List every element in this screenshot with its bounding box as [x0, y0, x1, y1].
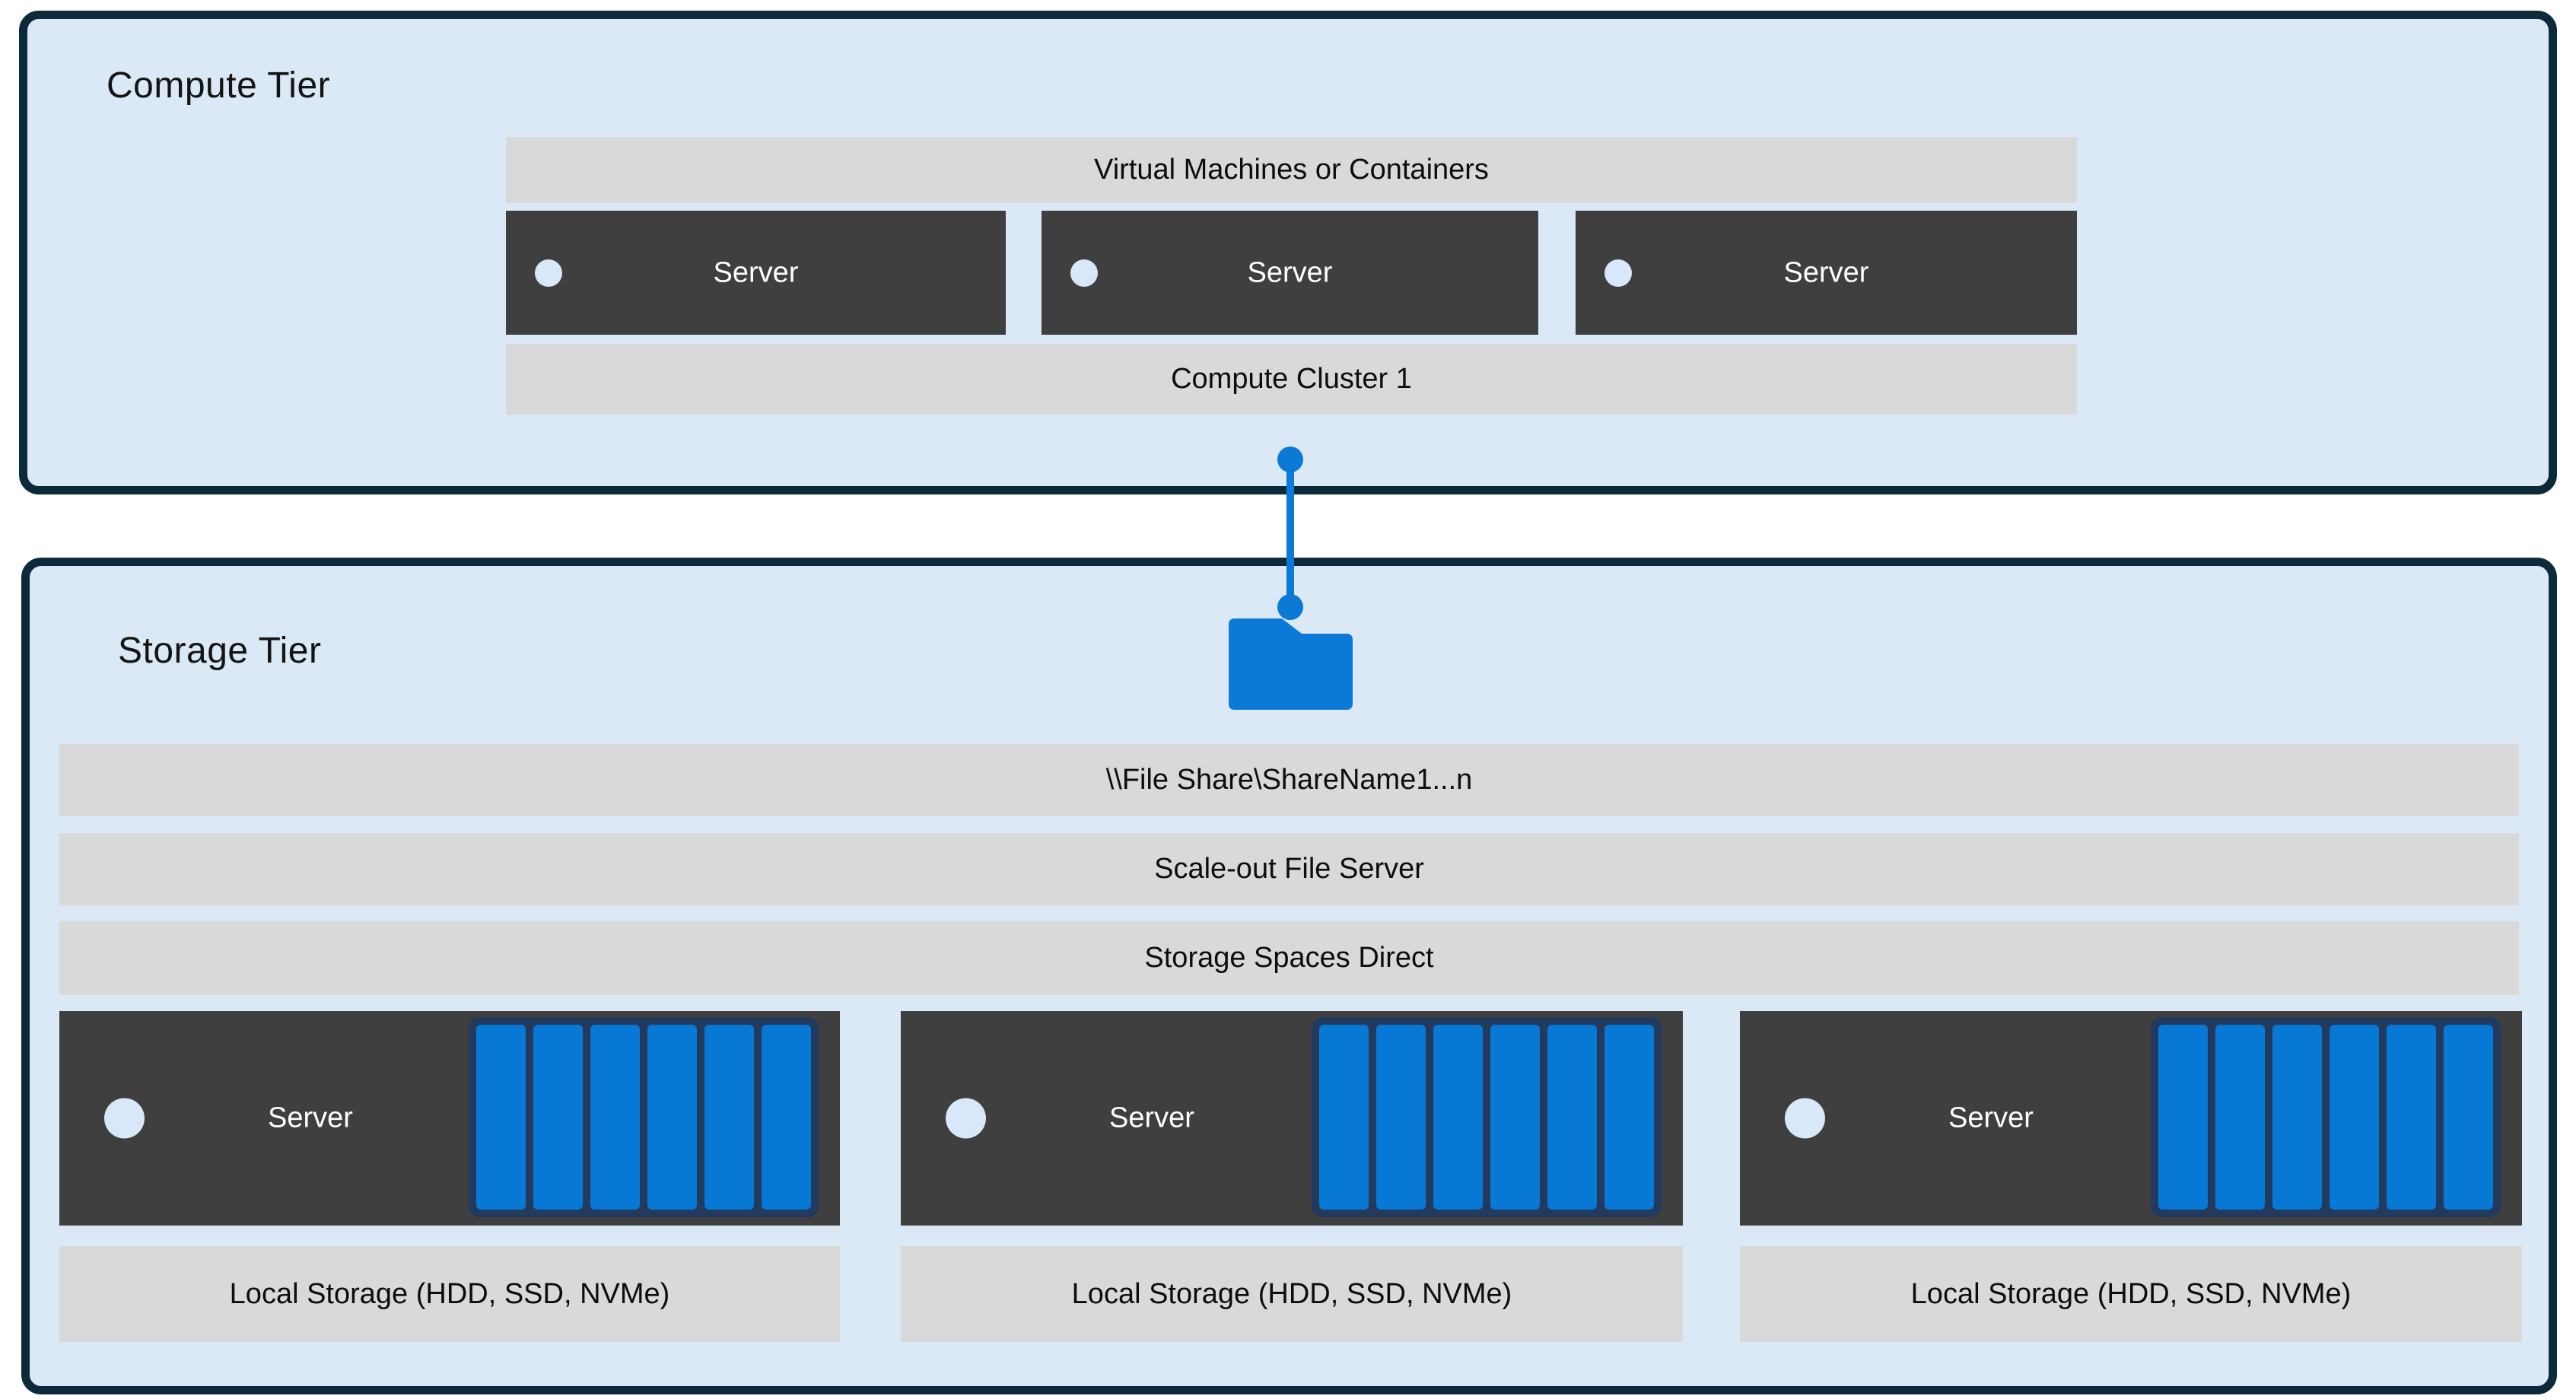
disk [533, 1025, 583, 1210]
storage-spaces-direct-bar: Storage Spaces Direct [59, 921, 2519, 995]
disk [2272, 1025, 2322, 1210]
storage-server-2: Server [901, 1011, 1683, 1226]
disk-array [2151, 1017, 2501, 1217]
disk [1376, 1025, 1426, 1210]
disk [1319, 1025, 1369, 1210]
disk [704, 1025, 754, 1210]
server-indicator-dot [1070, 259, 1098, 287]
compute-server-3: Server [1576, 211, 2077, 335]
file-share-bar: \\File Share\ShareName1...n [59, 744, 2519, 816]
compute-cluster-bar: Compute Cluster 1 [506, 344, 2077, 415]
disk [2330, 1025, 2379, 1210]
disk [2444, 1025, 2493, 1210]
server-label: Server [1948, 1102, 2034, 1134]
disk [590, 1025, 640, 1210]
disk [1490, 1025, 1540, 1210]
cluster-to-fileshare-connector-line [1286, 456, 1294, 609]
compute-server-2: Server [1042, 211, 1538, 335]
disk [647, 1025, 697, 1210]
disk [1604, 1025, 1654, 1210]
disk [476, 1025, 526, 1210]
disk [1433, 1025, 1483, 1210]
server-label: Server [1247, 256, 1333, 288]
compute-server-1: Server [506, 211, 1006, 335]
storage-tier-title: Storage Tier [118, 631, 322, 671]
server-indicator-dot [1604, 259, 1632, 287]
disk [2387, 1025, 2436, 1210]
local-storage-bar-1: Local Storage (HDD, SSD, NVMe) [59, 1246, 840, 1342]
compute-tier-box: Compute Tier Virtual Machines or Contain… [19, 11, 2557, 494]
local-storage-bar-3: Local Storage (HDD, SSD, NVMe) [1740, 1246, 2522, 1342]
virtual-machines-bar: Virtual Machines or Containers [506, 137, 2077, 203]
disk [2158, 1025, 2208, 1210]
server-label: Server [268, 1102, 353, 1134]
local-storage-bar-2: Local Storage (HDD, SSD, NVMe) [901, 1246, 1683, 1342]
disk [762, 1025, 811, 1210]
connector-endpoint-dot [1277, 594, 1303, 620]
server-label: Server [1109, 1102, 1194, 1134]
connector-endpoint-dot [1277, 447, 1303, 472]
server-label: Server [713, 256, 799, 288]
scale-out-file-server-bar: Scale-out File Server [59, 833, 2519, 905]
disk [2215, 1025, 2265, 1210]
server-indicator-dot [1785, 1098, 1825, 1139]
server-label: Server [1783, 256, 1869, 288]
disk-array [1312, 1017, 1662, 1217]
storage-server-1: Server [59, 1011, 840, 1226]
server-indicator-dot [946, 1098, 986, 1139]
folder-icon [1229, 618, 1353, 710]
storage-server-3: Server [1740, 1011, 2522, 1226]
disk-array [469, 1017, 819, 1217]
disk [1547, 1025, 1597, 1210]
server-indicator-dot [104, 1098, 145, 1139]
server-indicator-dot [535, 259, 562, 287]
compute-tier-title: Compute Tier [107, 65, 331, 106]
